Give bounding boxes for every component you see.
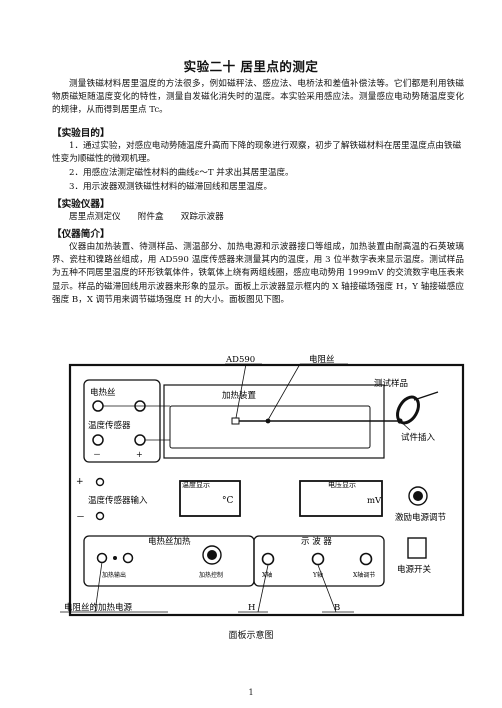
x-axis-jack[interactable] — [261, 552, 275, 566]
heating-control-label: 加热控制 — [199, 571, 223, 579]
panel-outline — [68, 363, 465, 617]
oscilloscope-label: 示 波 器 — [301, 536, 332, 547]
sample-insert-label: 试件插入 — [401, 432, 436, 443]
figure-caption: 面板示意图 — [228, 631, 274, 641]
voltage-unit: mV — [367, 496, 382, 506]
panel-diagram: 加热装置 AD590 电阻丝 测试样品 试件插入 电热丝 温度传感器 － + — [60, 354, 465, 617]
heating-wire-label: 电热丝 — [90, 387, 116, 398]
voltage-display — [299, 480, 383, 517]
h-label: H — [248, 603, 255, 613]
x-adjust-label: X轴调节 — [353, 571, 375, 579]
temp-unit: °C — [222, 496, 234, 506]
x-axis-label: X轴 — [262, 571, 272, 579]
page-title: 实验二十 居里点的测定 — [183, 59, 319, 74]
quartz-tube — [169, 405, 371, 449]
sensor-minus-mark: － — [93, 450, 101, 459]
purpose-heading: 【实验目的】 — [52, 128, 110, 139]
y-axis-jack[interactable] — [311, 552, 325, 566]
test-sample-label: 测试样品 — [374, 378, 408, 389]
heating-indicator-dot — [113, 556, 117, 560]
sensor-input-minus-jack[interactable] — [95, 511, 105, 521]
sensor-input-label: 温度传感器输入 — [88, 495, 148, 506]
heating-group-label: 电热丝加热 — [148, 536, 191, 547]
sensor-plus-mark: + — [136, 450, 143, 459]
oscilloscope-group-box — [253, 535, 385, 587]
heating-output-label: 加热输出 — [102, 571, 126, 579]
temp-display-title: 温度显示 — [182, 480, 210, 489]
instrument-intro-paragraph: 仪器由加热装置、待测样品、测温部分、加热电源和示波器接口等组成，加热装置由耐高温… — [52, 242, 464, 305]
purpose-item-3: 3．用示波器观测铁磁性材料的磁滞回线和居里温度。 — [69, 182, 273, 192]
y-axis-label: Y轴 — [312, 571, 323, 579]
b-label: B — [334, 603, 340, 613]
sensor-input-minus: － — [76, 513, 85, 523]
ad590-label: AD590 — [225, 355, 255, 365]
sensor-input-plus: + — [76, 477, 84, 487]
intro-paragraph: 测量铁磁材料居里温度的方法很多，例如磁秤法、感应法、电桥法和差值补偿法等。它们都… — [52, 79, 464, 116]
heating-device-label: 加热装置 — [222, 390, 257, 401]
instruments-heading: 【实验仪器】 — [52, 199, 110, 210]
power-switch[interactable] — [407, 537, 427, 559]
x-adjust-knob[interactable] — [359, 552, 373, 566]
purpose-item-1: 1．通过实验，对感应电动势随温度升高而下降的现象进行观察，初步了解铁磁材料在居里… — [52, 141, 462, 165]
power-switch-label: 电源开关 — [397, 564, 432, 575]
instruments-text: 居里点测定仪 附件盒 双踪示波器 — [69, 212, 224, 222]
excitation-label: 激励电源调节 — [395, 512, 447, 523]
heating-output-right[interactable] — [122, 552, 134, 564]
sensor-input-plus-jack[interactable] — [95, 477, 105, 487]
heating-power-label: 电阻丝的加热电源 — [64, 602, 133, 613]
voltage-display-title: 电压显示 — [328, 480, 356, 489]
resistance-wire-label: 电阻丝 — [309, 354, 335, 365]
sensor-terminal-right[interactable] — [134, 434, 146, 446]
temp-sensor-label: 温度传感器 — [88, 420, 131, 431]
temp-display — [179, 480, 241, 517]
sensor-terminal-left[interactable] — [92, 434, 104, 446]
purpose-item-2: 2．用感应法测定磁性材料的曲线ε～T 并求出其居里温度。 — [69, 168, 294, 178]
page-number: 1 — [248, 688, 254, 697]
terminal-block — [83, 379, 161, 463]
heating-control-knob-cap — [207, 550, 217, 560]
excitation-knob-cap — [413, 491, 423, 501]
ad590-sensor — [231, 417, 240, 425]
heating-output-left[interactable] — [96, 552, 108, 564]
instrument-intro-heading: 【仪器简介】 — [52, 229, 110, 240]
heating-terminal-left[interactable] — [92, 400, 104, 412]
